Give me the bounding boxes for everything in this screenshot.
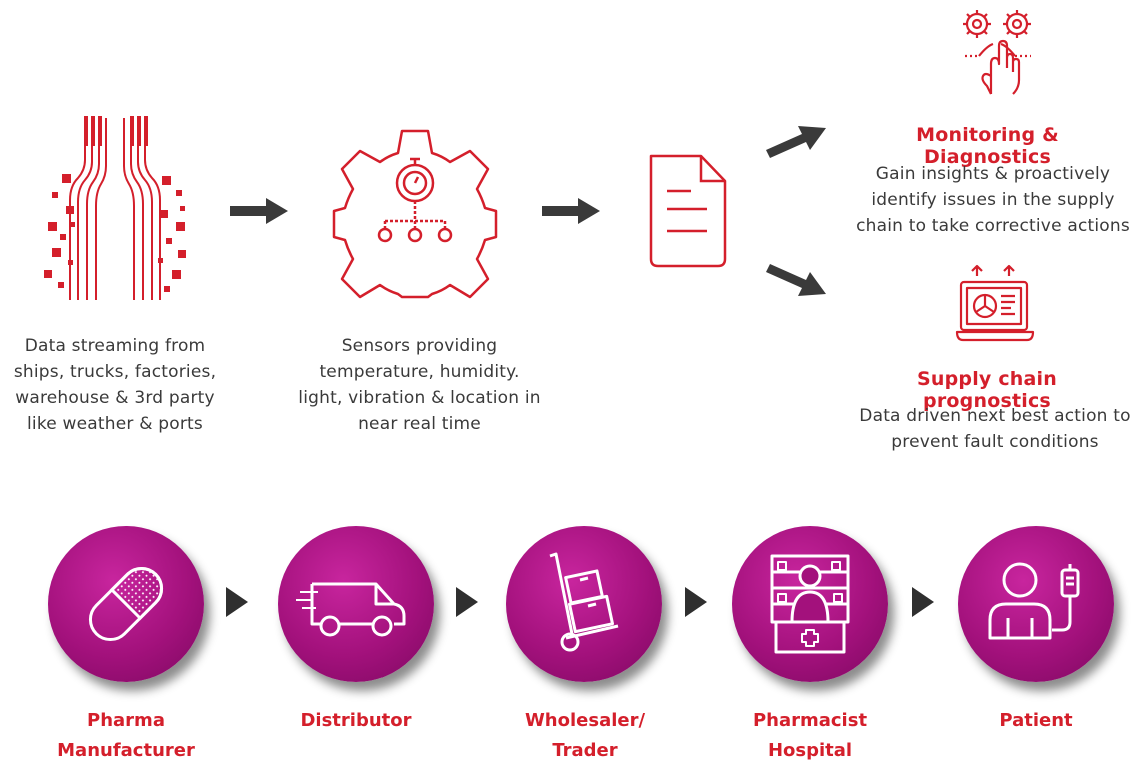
stage-label-pharma-manufacturer: Pharma Manufacturer bbox=[57, 710, 195, 761]
patient-icon bbox=[988, 562, 1080, 640]
stage-label-patient: Patient bbox=[999, 710, 1073, 731]
stage-label-distributor: Distributor bbox=[300, 710, 412, 731]
sensor-gear-icon bbox=[332, 129, 498, 299]
monitoring-title: Monitoring & Diagnostics bbox=[916, 124, 1059, 168]
chevron-right-icon bbox=[456, 587, 478, 617]
gears-hand-icon bbox=[963, 10, 1031, 95]
van-icon bbox=[296, 582, 406, 637]
chevron-right-icon bbox=[912, 587, 934, 617]
stage-label-pharmacist: Pharmacist Hospital bbox=[752, 710, 868, 761]
arrow-up-right-icon bbox=[766, 126, 826, 158]
chevron-right-icon bbox=[685, 587, 707, 617]
stage-pharmacist bbox=[732, 526, 888, 682]
data-stream-icon bbox=[44, 116, 186, 300]
arrow-right-icon bbox=[230, 198, 288, 224]
chevron-right-icon bbox=[226, 587, 248, 617]
stage-label-wholesaler: Wholesaler/ Trader bbox=[524, 710, 646, 761]
document-icon bbox=[649, 154, 727, 268]
stage-wholesaler bbox=[506, 526, 662, 682]
data-streaming-caption: Data streaming from ships, trucks, facto… bbox=[13, 336, 217, 434]
stage-patient bbox=[958, 526, 1114, 682]
stage-pharma-manufacturer bbox=[48, 526, 204, 682]
monitoring-description: Gain insights & proactively identify iss… bbox=[856, 164, 1130, 236]
arrow-down-right-icon bbox=[766, 264, 826, 296]
arrow-right-icon bbox=[542, 198, 600, 224]
sensors-caption: Sensors providing temperature, humidity.… bbox=[298, 336, 541, 434]
prognostics-title: Supply chain prognostics bbox=[917, 368, 1057, 412]
prognostics-description: Data driven next best action to prevent … bbox=[859, 406, 1131, 452]
laptop-chart-icon bbox=[955, 264, 1035, 342]
pill-icon bbox=[88, 566, 164, 642]
hand-truck-icon bbox=[549, 552, 619, 652]
pharmacist-icon bbox=[770, 554, 850, 654]
stage-distributor bbox=[278, 526, 434, 682]
